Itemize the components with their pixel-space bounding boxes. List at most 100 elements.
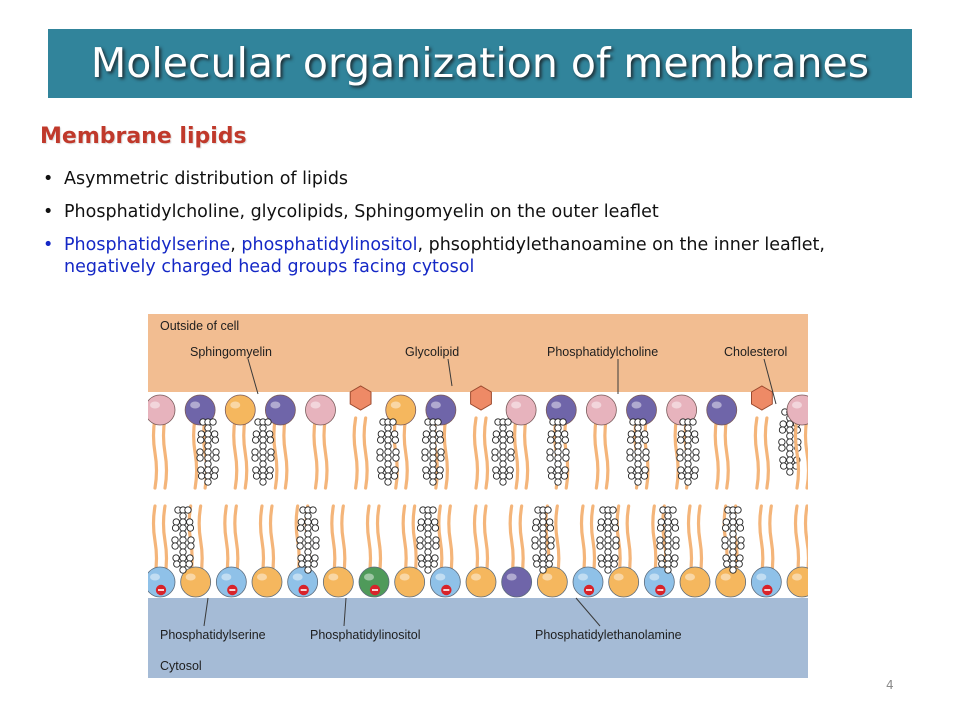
bullet-text: , phsophtidylethanoamine on the inner le… — [417, 235, 825, 255]
cytosol-region — [148, 598, 808, 678]
cholesterol-ring — [251, 418, 275, 486]
sterol-atom — [779, 456, 787, 464]
lipid-tail — [651, 504, 658, 578]
sterol-atom — [676, 454, 684, 462]
lipid-tail — [282, 416, 289, 490]
sterol-atom — [634, 460, 642, 468]
sterol-atom — [722, 554, 730, 562]
lipid-tail — [192, 416, 199, 490]
sterol-atom — [297, 554, 305, 562]
sterol-atom — [641, 436, 649, 444]
bullet-item: •Phosphatidylserine, phosphatidylinosito… — [38, 234, 918, 278]
lipid-tail — [723, 416, 730, 490]
head-highlight — [221, 573, 232, 581]
minus-sign — [300, 589, 307, 591]
sterol-atom — [554, 448, 562, 456]
cholesterol-ring — [626, 418, 650, 486]
sterol-atom — [627, 472, 636, 480]
sterol-atom — [267, 454, 275, 462]
cholesterol-ring — [778, 408, 802, 476]
sterol-atom — [721, 542, 729, 550]
sterol-atom — [196, 448, 204, 456]
sterol-atom — [684, 424, 692, 432]
sterol-atom — [531, 524, 540, 532]
sterol-atom — [435, 472, 444, 480]
lipid-tail — [352, 416, 359, 490]
sterol-atom — [684, 436, 692, 444]
head-highlight — [720, 573, 731, 581]
sterol-atom — [507, 448, 515, 456]
phospholipid-head — [608, 566, 640, 598]
phospholipid-head — [251, 566, 283, 598]
sterol-atom — [432, 536, 440, 544]
pointer-line — [447, 358, 453, 387]
sterol-atom — [604, 554, 612, 562]
sterol-atom — [664, 548, 672, 556]
sterol-atom — [251, 448, 259, 456]
sterol-atom — [179, 542, 187, 550]
phospholipid-head — [224, 394, 256, 426]
sterol-atom — [604, 566, 612, 574]
sterol-atom — [664, 566, 672, 574]
sterol-atom — [627, 436, 635, 444]
sterol-atom — [179, 560, 187, 568]
cholesterol-ring — [596, 506, 620, 574]
lipid-tail — [330, 504, 337, 578]
sterol-atom — [561, 466, 569, 474]
sterol-atom — [691, 436, 699, 444]
sterol-atom — [656, 536, 664, 544]
sterol-atom — [429, 472, 437, 480]
sterol-atom — [384, 472, 392, 480]
sterol-atom — [690, 472, 699, 480]
label-phosphatidylserine: Phosphatidylserine — [160, 628, 266, 642]
sterol-atom — [684, 460, 692, 468]
sterol-atom — [611, 518, 619, 526]
lipid-tail — [472, 504, 480, 578]
sterol-atom — [786, 456, 794, 464]
label-phosphatidylcholine: Phosphatidylcholine — [547, 345, 658, 359]
sterol-atom — [677, 430, 685, 438]
sterol-atom — [532, 554, 540, 562]
sterol-atom — [664, 542, 672, 550]
minus-sign — [443, 589, 450, 591]
sterol-atom — [259, 436, 267, 444]
sterol-atom — [418, 560, 426, 568]
lipid-tail — [508, 504, 515, 578]
lipid-tail — [589, 504, 597, 578]
sterol-atom — [506, 436, 514, 444]
sterol-atom — [539, 554, 547, 562]
sterol-atom — [786, 462, 794, 470]
sterol-atom — [669, 506, 677, 514]
sterol-atom — [204, 430, 212, 438]
phospholipid-head — [305, 394, 336, 426]
lipid-tail — [482, 504, 490, 578]
bullet-text: phosphatidylinositol — [241, 235, 418, 255]
sterol-atom — [729, 548, 737, 556]
phospholipid-head — [572, 566, 604, 598]
head-highlight — [551, 401, 562, 409]
sterol-atom — [212, 448, 220, 456]
sterol-atom — [298, 560, 306, 568]
sterol-atom — [417, 518, 425, 526]
phospholipid-head — [505, 394, 537, 426]
sterol-atom — [424, 548, 432, 556]
head-highlight — [430, 401, 441, 409]
pointer-line — [575, 597, 601, 627]
sterol-atom — [436, 430, 444, 438]
cholesterol-ring — [376, 418, 400, 486]
phospholipid-head — [184, 394, 216, 426]
sterol-atom — [634, 466, 642, 474]
lipid-tail — [482, 416, 490, 490]
sterol-atom — [562, 448, 570, 456]
lipid-tail — [161, 416, 169, 490]
sterol-atom — [499, 430, 507, 438]
lipid-tail — [768, 504, 775, 578]
cholesterol-ring — [421, 418, 445, 486]
sterol-atom — [312, 536, 320, 544]
sterol-atom — [539, 512, 547, 520]
sterol-atom — [604, 530, 612, 538]
sterol-atom — [684, 466, 692, 474]
sterol-atom — [664, 530, 672, 538]
sterol-atom — [531, 536, 539, 544]
sterol-atom — [691, 466, 699, 474]
